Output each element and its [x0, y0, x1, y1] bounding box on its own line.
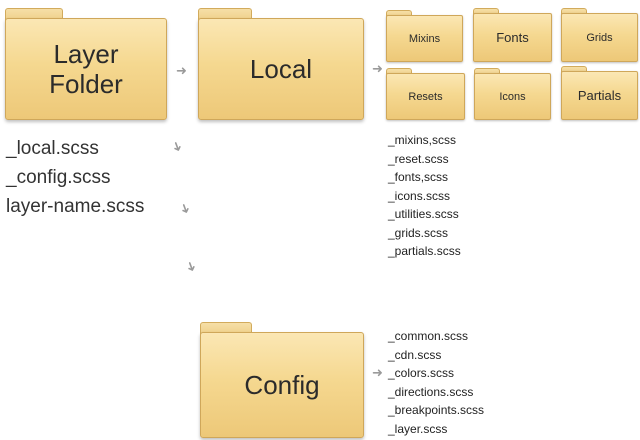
- folder-body: Icons: [474, 73, 551, 120]
- folder-body: Config: [200, 332, 364, 438]
- folder-body: Resets: [386, 73, 465, 120]
- local-file-item: _icons.scss: [388, 188, 451, 203]
- local-file-item: _grids.scss: [388, 225, 449, 240]
- config-file-item: _cdn.scss: [388, 347, 442, 362]
- arrow-down-icon: ➜: [168, 138, 187, 155]
- arrow-right-icon: ➜: [372, 61, 383, 76]
- folder-layer-label-line2: Folder: [49, 69, 123, 99]
- folder-partials: Partials: [561, 66, 638, 120]
- folder-body: Fonts: [473, 13, 552, 62]
- config-file-item: _breakpoints.scss: [388, 403, 485, 417]
- folder-fonts: Fonts: [473, 8, 552, 62]
- folder-layer: Layer Folder: [5, 8, 167, 120]
- config-file-item: _common.scss: [388, 329, 469, 343]
- local-file-list: _mixins,scss _reset.scss _fonts,scss _ic…: [388, 131, 461, 261]
- folder-fonts-label: Fonts: [496, 30, 529, 45]
- local-file-item: _reset.scss: [388, 151, 449, 166]
- folder-mixins: Mixins: [386, 10, 463, 62]
- arrow-right-icon: ➜: [176, 63, 187, 78]
- folder-grids-label: Grids: [586, 31, 613, 44]
- folder-partials-label: Partials: [577, 88, 622, 103]
- arrow-down-icon: ➜: [182, 258, 201, 275]
- layer-file-item: _config.scss: [6, 167, 111, 188]
- folder-body: Mixins: [386, 15, 463, 62]
- folder-mixins-label: Mixins: [408, 32, 441, 45]
- local-file-item: _utilities.scss: [388, 207, 459, 221]
- folder-grids: Grids: [561, 8, 638, 62]
- folder-icons-label: Icons: [499, 90, 526, 103]
- folder-body: Local: [198, 18, 364, 120]
- layer-file-item: _local.scss: [6, 138, 99, 159]
- local-file-item: _mixins,scss: [388, 133, 457, 147]
- config-file-item: _directions.scss: [388, 384, 474, 399]
- folder-resets: Resets: [386, 68, 465, 120]
- folder-resets-label: Resets: [408, 90, 443, 103]
- config-file-item: _colors.scss: [388, 366, 455, 380]
- folder-body: Partials: [561, 71, 638, 120]
- folder-local-label: Local: [249, 54, 313, 84]
- config-file-item: _layer.scss: [388, 421, 448, 436]
- local-file-item: _fonts,scss: [388, 170, 449, 184]
- folder-local: Local: [198, 8, 364, 120]
- layer-file-item: layer-name.scss: [6, 196, 145, 217]
- folder-body: Grids: [561, 13, 638, 62]
- local-file-item: _partials.scss: [388, 244, 461, 258]
- config-file-list: _common.scss _cdn.scss _colors.scss _dir…: [388, 327, 484, 438]
- arrow-right-icon: ➜: [372, 365, 383, 380]
- folder-icons: Icons: [474, 68, 551, 120]
- arrow-down-icon: ➜: [176, 200, 195, 217]
- folder-config: Config: [200, 322, 364, 438]
- folder-layer-label-line1: Layer: [53, 39, 119, 69]
- folder-body: Layer Folder: [5, 18, 167, 120]
- layer-file-list: _local.scss _config.scss layer-name.scss: [6, 134, 144, 221]
- folder-config-label: Config: [244, 370, 320, 400]
